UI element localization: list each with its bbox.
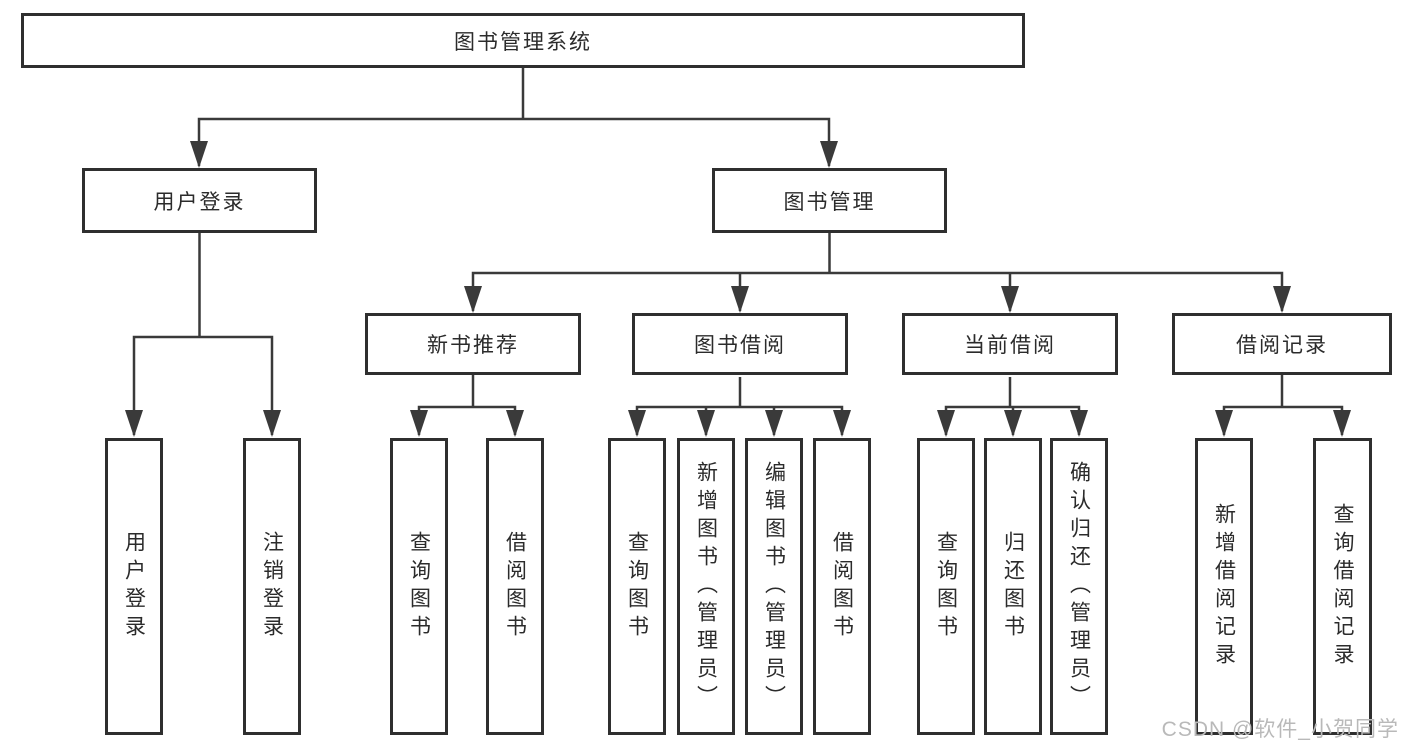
arrowhead [697, 410, 715, 437]
arrowhead [1004, 410, 1022, 437]
leaf-query-book-recommend: 查询图书 [390, 438, 448, 735]
leaf-borrow-book-recommend: 借阅图书 [486, 438, 544, 735]
node-root-library-system: 图书管理系统 [21, 13, 1025, 68]
arrowhead [833, 410, 851, 437]
leaf-edit-book-admin: 编辑图书（管理员） [745, 438, 803, 735]
leaf-confirm-return-admin: 确认归还（管理员） [1050, 438, 1108, 735]
node-borrow-records: 借阅记录 [1172, 313, 1392, 375]
arrowhead [1001, 286, 1019, 313]
leaf-return-book: 归还图书 [984, 438, 1042, 735]
leaf-add-book-admin: 新增图书（管理员） [677, 438, 735, 735]
arrowhead [1273, 286, 1291, 313]
arrowhead [1215, 410, 1233, 437]
arrowhead [731, 286, 749, 313]
arrowhead [820, 141, 838, 168]
leaf-borrow-book: 借阅图书 [813, 438, 871, 735]
arrowhead [628, 410, 646, 437]
leaf-query-borrow-record: 查询借阅记录 [1313, 438, 1372, 735]
arrowhead [506, 410, 524, 437]
arrowhead [190, 141, 208, 168]
leaf-query-book-current: 查询图书 [917, 438, 975, 735]
arrowhead [263, 410, 281, 437]
edge-new-book-recommend-branch [410, 375, 524, 437]
edge-book-borrow-branch [628, 377, 851, 437]
edge-book-management-branch [464, 233, 1291, 313]
leaf-query-book-borrow: 查询图书 [608, 438, 666, 735]
arrowhead [410, 410, 428, 437]
node-book-management: 图书管理 [712, 168, 947, 233]
leaf-logout: 注销登录 [243, 438, 301, 735]
arrowhead [937, 410, 955, 437]
edge-user-login-branch [125, 232, 281, 437]
arrowhead [125, 410, 143, 437]
leaf-add-borrow-record: 新增借阅记录 [1195, 438, 1253, 735]
arrowhead [1070, 410, 1088, 437]
edge-root-to-level2 [190, 68, 838, 168]
arrowhead [1333, 410, 1351, 437]
leaf-user-login: 用户登录 [105, 438, 163, 735]
arrowhead [765, 410, 783, 437]
node-user-login: 用户登录 [82, 168, 317, 233]
arrowhead [464, 286, 482, 313]
node-new-book-recommend: 新书推荐 [365, 313, 581, 375]
node-book-borrow: 图书借阅 [632, 313, 848, 375]
csdn-watermark: CSDN @软件_小贺同学 [1161, 718, 1399, 741]
edge-current-borrow-branch [937, 377, 1088, 437]
edge-borrow-records-branch [1215, 375, 1351, 437]
node-current-borrow: 当前借阅 [902, 313, 1118, 375]
